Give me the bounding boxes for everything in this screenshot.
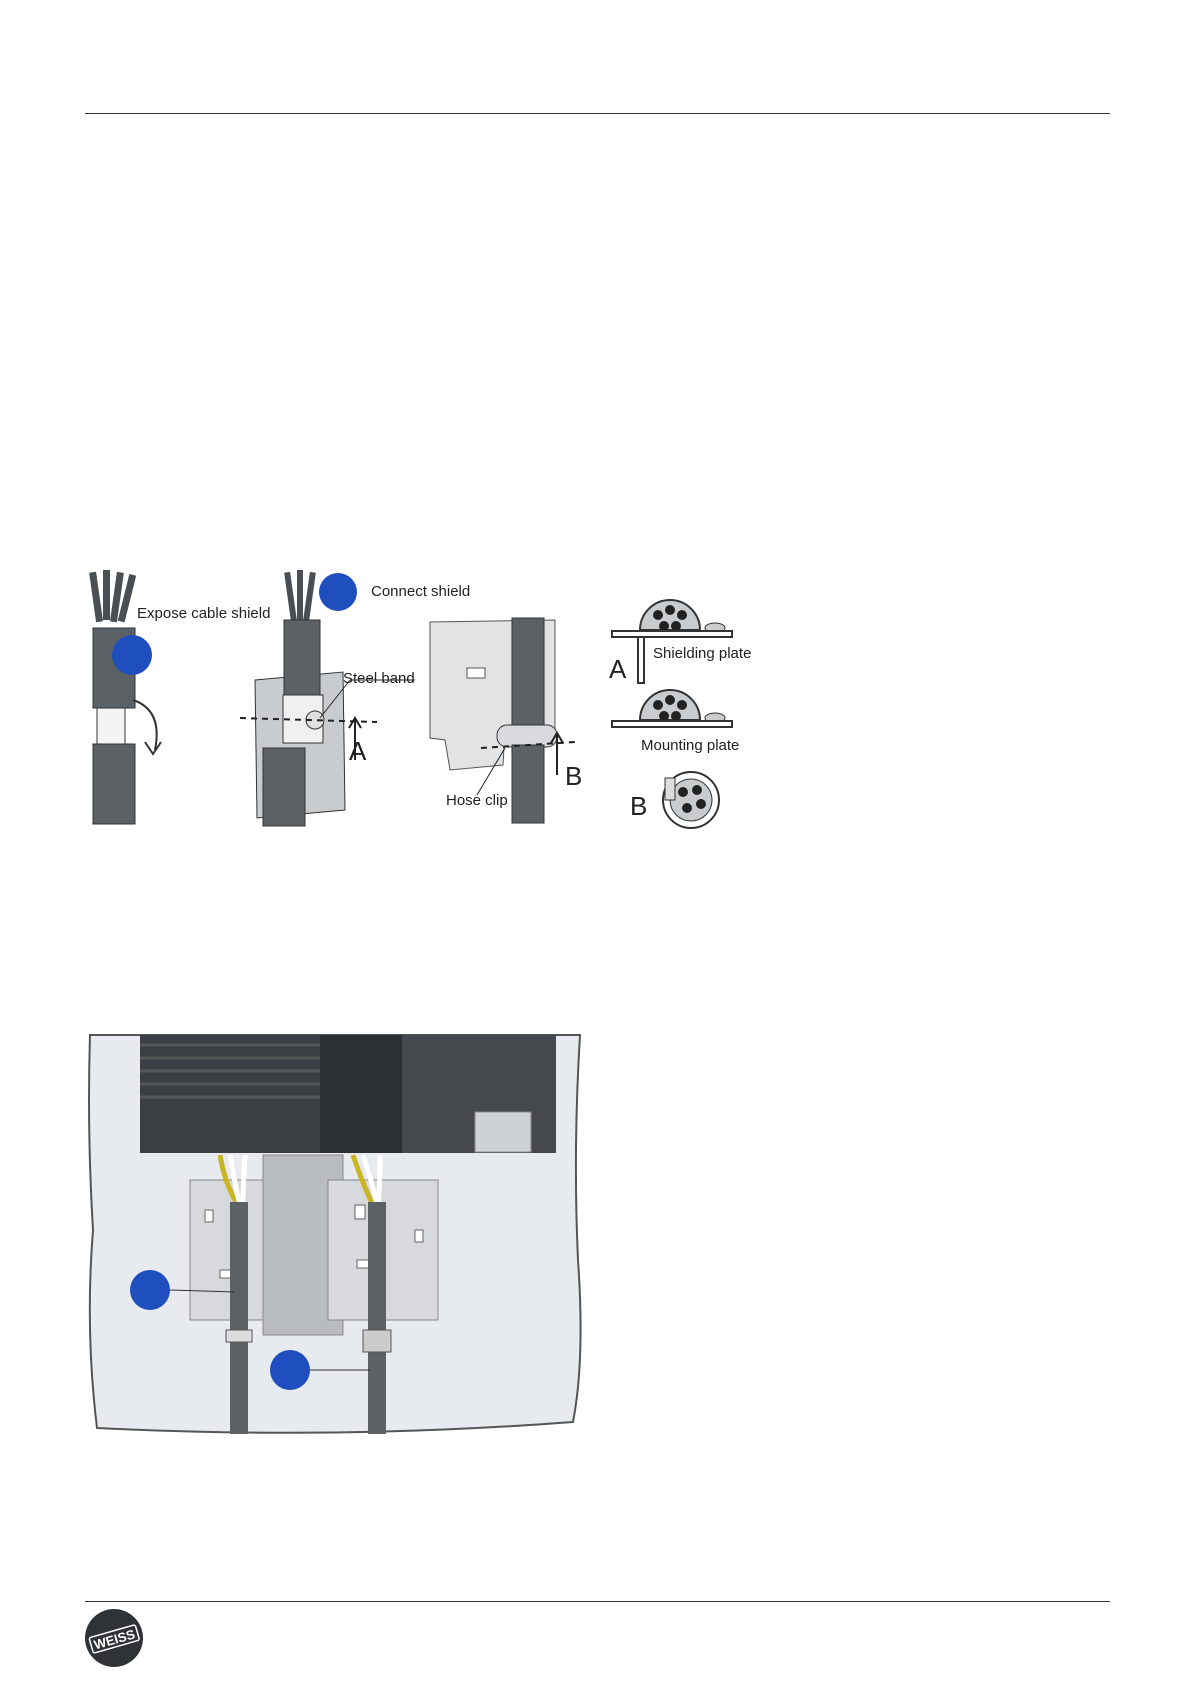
mounting-plate-label: Mounting plate <box>641 737 739 754</box>
callout-1-badge <box>112 635 152 675</box>
connect-shield-label: Connect shield <box>371 583 470 600</box>
detail-b-cross-section <box>663 772 719 828</box>
footer-rule <box>85 1601 1110 1602</box>
header-rule <box>85 113 1110 114</box>
weiss-logo: WEISS <box>84 1608 144 1668</box>
marker-b-detail: B <box>630 791 647 821</box>
marker-a: A <box>349 736 367 766</box>
callout-1-badge-photo <box>130 1270 170 1310</box>
drive-cable-installation-photo <box>85 1030 585 1450</box>
steel-band-label: Steel band <box>343 670 415 687</box>
hose-clip-label: Hose clip <box>446 792 508 809</box>
callout-2-badge-photo <box>270 1350 310 1390</box>
detail-a-cross-section <box>612 600 732 727</box>
marker-a-detail: A <box>609 654 627 684</box>
marker-b: B <box>565 761 582 791</box>
expose-cable-label: Expose cable shield <box>137 605 270 622</box>
shielding-plate-label: Shielding plate <box>653 645 751 662</box>
callout-2-badge <box>319 573 357 611</box>
shield-connection-diagram: Expose cable shield Connect shield Steel… <box>85 570 825 840</box>
